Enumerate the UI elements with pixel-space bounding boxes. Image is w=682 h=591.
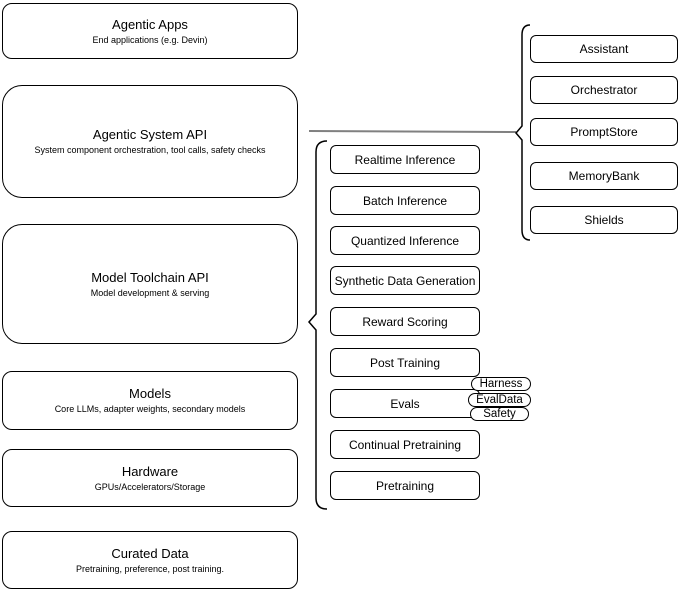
node-continual-pretraining: Continual Pretraining	[330, 430, 480, 459]
node-quantized-inference: Quantized Inference	[330, 226, 480, 255]
node-model-toolchain-api: Model Toolchain API Model development & …	[2, 224, 298, 344]
node-title: Model Toolchain API	[91, 269, 209, 285]
node-subtitle: End applications (e.g. Devin)	[92, 34, 208, 45]
node-subtitle: GPUs/Accelerators/Storage	[94, 481, 206, 492]
node-synthetic-data-generation: Synthetic Data Generation	[330, 266, 480, 295]
node-shields: Shields	[530, 206, 678, 234]
node-memorybank: MemoryBank	[530, 162, 678, 190]
node-models: Models Core LLMs, adapter weights, secon…	[2, 371, 298, 430]
node-orchestrator: Orchestrator	[530, 76, 678, 104]
node-subtitle: Pretraining, preference, post training.	[75, 563, 225, 574]
tag-evaldata: EvalData	[468, 393, 531, 407]
node-subtitle: Core LLMs, adapter weights, secondary mo…	[54, 404, 246, 414]
node-pretraining: Pretraining	[330, 471, 480, 500]
node-post-training: Post Training	[330, 348, 480, 377]
node-evals: Evals	[330, 389, 480, 418]
agentic-connector-line	[308, 130, 517, 133]
node-realtime-inference: Realtime Inference	[330, 145, 480, 174]
node-subtitle: System component orchestration, tool cal…	[34, 145, 266, 155]
node-agentic-system-api: Agentic System API System component orch…	[2, 85, 298, 198]
node-hardware: Hardware GPUs/Accelerators/Storage	[2, 449, 298, 507]
tag-safety: Safety	[470, 407, 529, 421]
node-curated-data: Curated Data Pretraining, preference, po…	[2, 531, 298, 589]
node-batch-inference: Batch Inference	[330, 186, 480, 215]
node-title: Curated Data	[111, 545, 189, 561]
node-agentic-apps: Agentic Apps End applications (e.g. Devi…	[2, 3, 298, 59]
node-assistant: Assistant	[530, 35, 678, 63]
toolchain-brace	[308, 140, 328, 510]
node-subtitle: Model development & serving	[90, 287, 210, 298]
agentic-brace	[515, 24, 531, 241]
node-title: Hardware	[121, 463, 179, 479]
node-promptstore: PromptStore	[530, 118, 678, 146]
node-title: Models	[129, 386, 171, 401]
node-reward-scoring: Reward Scoring	[330, 307, 480, 336]
node-title: Agentic System API	[92, 127, 208, 142]
tag-harness: Harness	[471, 377, 531, 391]
node-title: Agentic Apps	[112, 16, 188, 32]
